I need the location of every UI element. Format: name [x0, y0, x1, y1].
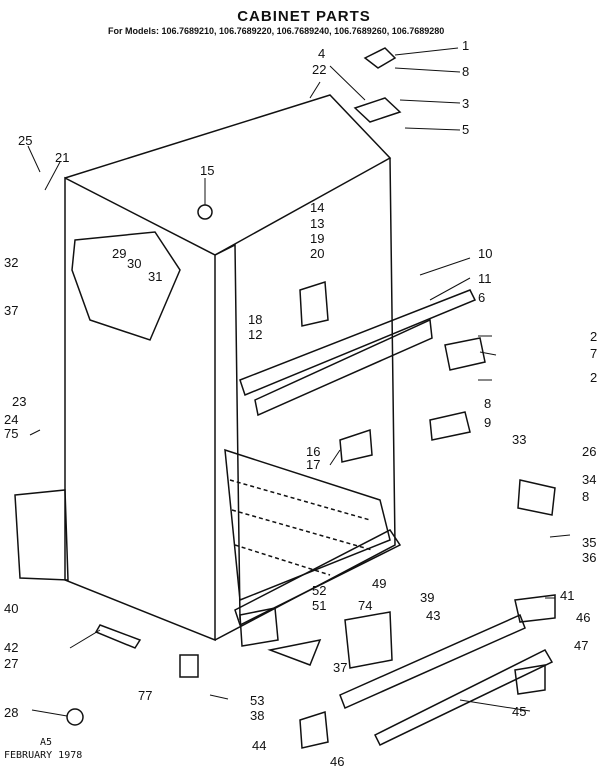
- callout-label: 44: [252, 738, 266, 753]
- callout-label: 41: [560, 588, 574, 603]
- callout-label: 36: [582, 550, 596, 565]
- callout-label: 43: [426, 608, 440, 623]
- callout-label: 29: [112, 246, 126, 261]
- callout-labels: 1835422252115141319202930313237101161812…: [4, 38, 597, 768]
- callout-label: 18: [248, 312, 262, 327]
- plate-74: [267, 638, 322, 666]
- hinge-bracket: [429, 411, 471, 441]
- callout-label: 45: [512, 704, 526, 719]
- callout-label: 47: [574, 638, 588, 653]
- callout-label: 2: [590, 329, 597, 344]
- leader-lines: [27, 47, 571, 717]
- callout-label: 2: [590, 370, 597, 385]
- callout-label: 52: [312, 583, 326, 598]
- callout-label: 17: [306, 457, 320, 472]
- callout-label: 30: [127, 256, 141, 271]
- plug-15: [197, 204, 213, 220]
- callout-label: 39: [420, 590, 434, 605]
- cabinet-drawing: [14, 47, 556, 749]
- callout-label: 20: [310, 246, 324, 261]
- callout-label: 38: [250, 708, 264, 723]
- callout-label: 40: [4, 601, 18, 616]
- middle-hinge: [444, 337, 486, 371]
- callout-label: 9: [484, 415, 491, 430]
- hinge-top: [353, 97, 402, 123]
- footer-code: A5: [40, 737, 53, 748]
- callout-label: 10: [478, 246, 492, 261]
- callout-label: 42: [4, 640, 18, 655]
- callout-label: 22: [312, 62, 326, 77]
- side-plate: [71, 231, 181, 341]
- callout-label: 5: [462, 122, 469, 137]
- callout-label: 23: [12, 394, 26, 409]
- callout-label: 26: [582, 444, 596, 459]
- callout-label: 77: [138, 688, 152, 703]
- callout-label: 35: [582, 535, 596, 550]
- callout-label: 19: [310, 231, 324, 246]
- tool-42: [94, 624, 142, 649]
- callout-label: 34: [582, 472, 596, 487]
- trim-strip-upper: [339, 613, 526, 710]
- cabinet-front-frame: [214, 243, 241, 621]
- callout-label: 51: [312, 598, 326, 613]
- duct-box: [344, 611, 393, 669]
- callout-label: 6: [478, 290, 485, 305]
- callout-label: 25: [18, 133, 32, 148]
- model-numbers: For Models: 106.7689210, 106.7689220, 10…: [108, 26, 445, 36]
- callout-label: 53: [250, 693, 264, 708]
- bracket-17: [339, 428, 373, 463]
- bracket-44: [299, 711, 329, 749]
- spacer-77: [179, 654, 199, 678]
- bracket-52: [239, 607, 279, 647]
- callout-label: 37: [333, 660, 347, 675]
- callout-label: 37: [4, 303, 18, 318]
- callout-label: 7: [590, 346, 597, 361]
- callout-label: 46: [576, 610, 590, 625]
- bracket-20: [299, 280, 329, 327]
- callout-label: 11: [478, 271, 492, 286]
- callout-label: 46: [330, 754, 344, 768]
- callout-label: 12: [248, 327, 262, 342]
- callout-label: 33: [512, 432, 526, 447]
- divider-bar: [239, 289, 477, 397]
- callout-label: 13: [310, 216, 324, 231]
- callout-label: 74: [358, 598, 372, 613]
- callout-label: 14: [310, 200, 324, 215]
- callout-label: 21: [55, 150, 69, 165]
- callout-label: 75: [4, 426, 18, 441]
- callout-label: 49: [372, 576, 386, 591]
- callout-label: 31: [148, 269, 162, 284]
- caster-wheel-28: [66, 708, 84, 726]
- trim-strip-lower: [373, 649, 554, 746]
- lower-hinge: [517, 479, 556, 516]
- callout-label: 28: [4, 705, 18, 720]
- divider-rail: [254, 318, 433, 417]
- bracket-41: [514, 594, 556, 623]
- callout-label: 1: [462, 38, 469, 53]
- cabinet-side-panel: [64, 176, 216, 642]
- callout-label: 8: [582, 489, 589, 504]
- callout-label: 32: [4, 255, 18, 270]
- diagram-title: CABINET PARTS: [237, 8, 371, 25]
- callout-label: 3: [462, 96, 469, 111]
- footer-date: FEBRUARY 1978: [4, 750, 83, 761]
- callout-label: 4: [318, 46, 325, 61]
- callout-label: 24: [4, 412, 18, 427]
- callout-label: 15: [200, 163, 214, 178]
- cabinet-top: [64, 94, 392, 256]
- lower-channel: [234, 529, 402, 627]
- callout-label: 16: [306, 444, 320, 459]
- side-rail-plate: [14, 489, 69, 581]
- callout-label: 27: [4, 656, 18, 671]
- bracket-47: [514, 664, 546, 695]
- cabinet-floor: [224, 448, 391, 602]
- callout-label: 8: [462, 64, 469, 79]
- hinge-cap: [363, 47, 397, 69]
- callout-label: 8: [484, 396, 491, 411]
